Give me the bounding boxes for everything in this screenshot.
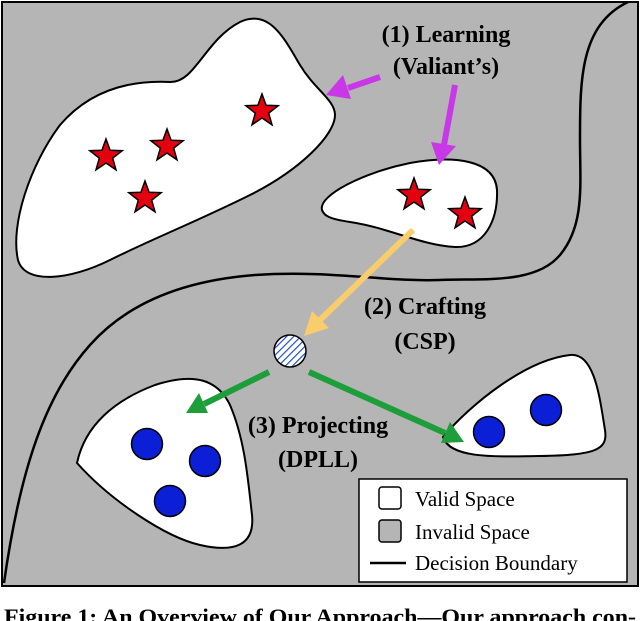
blue-circle-icon <box>130 427 164 461</box>
projecting-arrow-left <box>202 369 271 407</box>
figure-caption: Figure 1: An Overview of Our Approach—Ou… <box>4 604 636 621</box>
projecting-arrow-right <box>307 369 447 436</box>
crafting-arrow-shaft <box>317 227 416 323</box>
projecting-label-line2: (DPLL) <box>278 447 358 473</box>
valid-region-bottom-left <box>75 377 254 549</box>
legend-box <box>358 478 628 583</box>
learning-arrow-left-head <box>326 75 351 99</box>
blue-circle-icon <box>472 415 506 449</box>
legend-boundary-label: Decision Boundary <box>415 551 578 575</box>
projecting-arrows <box>186 369 464 443</box>
legend-valid-label: Valid Space <box>415 487 515 511</box>
learning-arrow-down-head <box>431 142 456 165</box>
red-star-icon <box>87 136 125 172</box>
learning-label-line1: (1) Learning <box>382 22 511 48</box>
learning-arrow-left <box>347 74 381 91</box>
projecting-arrow-left-head <box>186 393 208 413</box>
learning-label-line2: (Valiant’s) <box>393 54 499 80</box>
valid-region-top-left <box>15 17 337 278</box>
learning-arrows <box>326 74 458 165</box>
valid-samples <box>87 91 484 230</box>
projecting-arrow-right-head <box>441 422 464 443</box>
crafting-arrow-head <box>304 311 329 336</box>
red-star-icon <box>395 175 433 211</box>
decision-boundary-left <box>2 0 629 584</box>
projected-samples <box>130 393 563 518</box>
red-star-icon <box>148 126 186 162</box>
crafting-label-line1: (2) Crafting <box>364 294 486 320</box>
red-star-icon <box>126 178 164 214</box>
blue-circle-icon <box>153 484 187 518</box>
hatched-circle-icon <box>273 334 307 368</box>
crafting-label-line2: (CSP) <box>394 329 455 355</box>
blue-circle-icon <box>529 393 563 427</box>
legend-invalid-label: Invalid Space <box>415 520 530 544</box>
projecting-label-line1: (3) Projecting <box>248 413 388 439</box>
red-star-icon <box>446 194 484 230</box>
blue-circle-icon <box>188 444 222 478</box>
legend: Valid Space Invalid Space Decision Bound… <box>358 478 628 583</box>
red-star-icon <box>243 91 281 127</box>
crafting-arrow <box>304 227 416 336</box>
invalid-space-swatch <box>378 519 402 543</box>
learning-arrow-down <box>441 84 458 146</box>
valid-space-swatch <box>378 486 402 510</box>
